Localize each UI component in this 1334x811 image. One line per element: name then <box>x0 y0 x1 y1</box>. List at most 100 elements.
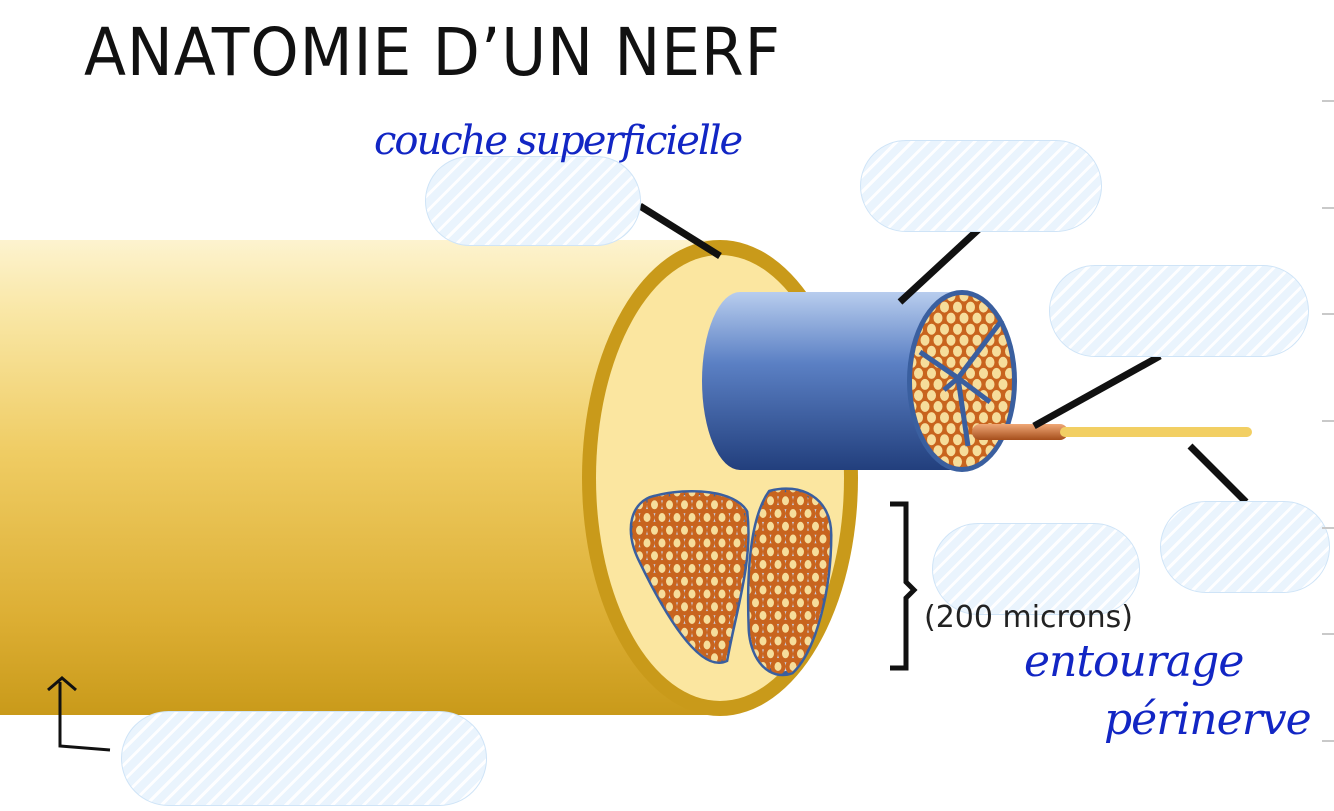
nerve-fiber <box>654 560 670 577</box>
nerve-fiber <box>815 530 830 548</box>
nerve-fiber <box>714 509 730 526</box>
nerve-fiber <box>744 509 748 526</box>
label-box-4[interactable] <box>1160 501 1330 593</box>
nerve-fiber <box>912 355 918 369</box>
handwritten-note-3: périnerve <box>1104 694 1312 745</box>
nerve-fiber <box>932 400 944 413</box>
nerve-fiber <box>778 619 793 637</box>
scroll-tick <box>1322 313 1334 315</box>
nerve-fiber <box>729 509 745 526</box>
nerve-fiber <box>729 560 745 577</box>
nerve-fiber <box>662 572 677 590</box>
nerve-fiber <box>699 560 715 577</box>
axon-fiber <box>1060 427 1252 437</box>
nerve-fiber <box>965 300 976 314</box>
nerve-fiber <box>662 521 677 539</box>
nerve-fiber <box>770 489 786 497</box>
nerve-fiber <box>770 581 786 599</box>
nerve-fiber <box>785 607 801 624</box>
nerve-fiber <box>952 322 963 336</box>
nerve-fiber <box>749 594 763 612</box>
nerve-fiber <box>662 547 677 565</box>
nerve-fiber <box>770 556 786 573</box>
nerve-fiber <box>669 534 685 552</box>
nerve-fiber <box>991 366 1002 380</box>
nerve-fiber <box>744 534 748 552</box>
arrow-up-icon <box>47 676 111 752</box>
nerve-fiber <box>699 611 715 628</box>
nerve-fiber <box>913 366 924 380</box>
nerve-fiber <box>945 422 957 436</box>
measure-bracket <box>890 501 918 671</box>
nerve-fiber <box>793 619 808 637</box>
nerve-fiber <box>692 521 707 539</box>
leader-line <box>897 225 983 305</box>
scroll-tick <box>1322 740 1334 742</box>
nerve-fiber <box>749 607 756 624</box>
nerve-fiber <box>912 377 918 391</box>
nerve-fiber <box>958 444 970 458</box>
nerve-fiber <box>793 594 808 612</box>
nerve-fiber <box>677 496 692 514</box>
nerve-fiber <box>763 517 778 535</box>
nerve-fiber <box>808 543 823 561</box>
nerve-fiber <box>763 543 778 561</box>
nerve-fiber <box>823 543 830 561</box>
nerve-fiber <box>952 344 963 358</box>
nerve-trunk <box>0 240 720 715</box>
nerve-fiber <box>800 581 816 599</box>
nerve-fiber <box>755 556 771 573</box>
nerve-fiber <box>722 521 737 539</box>
nerve-fiber <box>763 619 778 637</box>
nerve-fiber <box>815 658 830 674</box>
nerve-fiber <box>654 509 670 526</box>
nerve-fiber <box>707 547 722 565</box>
nerve-fiber <box>692 547 707 565</box>
nerve-fiber <box>677 598 692 616</box>
nerve-fiber <box>815 556 830 573</box>
nerve-fiber <box>984 311 996 325</box>
nerve-fiber <box>932 311 944 325</box>
nerve-fiber <box>662 496 677 514</box>
nerve-fiber <box>692 623 707 641</box>
nerve-fiber <box>1004 300 1012 314</box>
nerve-fiber <box>692 496 707 514</box>
label-box-6[interactable] <box>121 711 487 806</box>
nerve-fiber <box>926 389 937 402</box>
leader-line <box>1032 352 1162 430</box>
nerve-fiber <box>785 505 801 522</box>
nerve-fiber <box>770 607 786 624</box>
nerve-fiber <box>800 530 816 548</box>
nerve-fiber <box>699 534 715 552</box>
nerve-fiber <box>793 492 808 510</box>
handwritten-note-1: couche superficielle <box>374 118 743 164</box>
nerve-fiber <box>707 521 722 539</box>
nerve-fiber <box>808 594 823 612</box>
label-box-3[interactable] <box>1049 265 1309 357</box>
nerve-fiber <box>939 300 950 314</box>
nerve-fiber <box>632 521 647 539</box>
nerve-fiber <box>926 322 937 336</box>
leader-line <box>638 203 722 259</box>
nerve-fiber <box>919 333 931 347</box>
nerve-fiber <box>677 547 692 565</box>
scroll-tick <box>1322 420 1334 422</box>
nerve-fiber <box>669 585 685 603</box>
label-box-5[interactable] <box>932 523 1140 615</box>
nerve-fiber <box>808 568 823 586</box>
nerve-fiber <box>778 594 793 612</box>
nerve-fiber <box>714 534 730 552</box>
nerve-fiber <box>699 585 715 603</box>
axon-sheath <box>972 424 1068 440</box>
nerve-fiber <box>722 598 737 616</box>
nerve-fiber <box>677 521 692 539</box>
label-box-1[interactable] <box>425 156 641 246</box>
nerve-fiber <box>669 509 685 526</box>
nerve-fiber <box>714 611 730 628</box>
nerve-fiber <box>647 547 662 565</box>
label-box-2[interactable] <box>860 140 1102 232</box>
nerve-fiber <box>778 492 793 510</box>
nerve-fiber <box>692 572 707 590</box>
nerve-fiber <box>971 400 983 413</box>
nerve-fiber <box>971 311 983 325</box>
